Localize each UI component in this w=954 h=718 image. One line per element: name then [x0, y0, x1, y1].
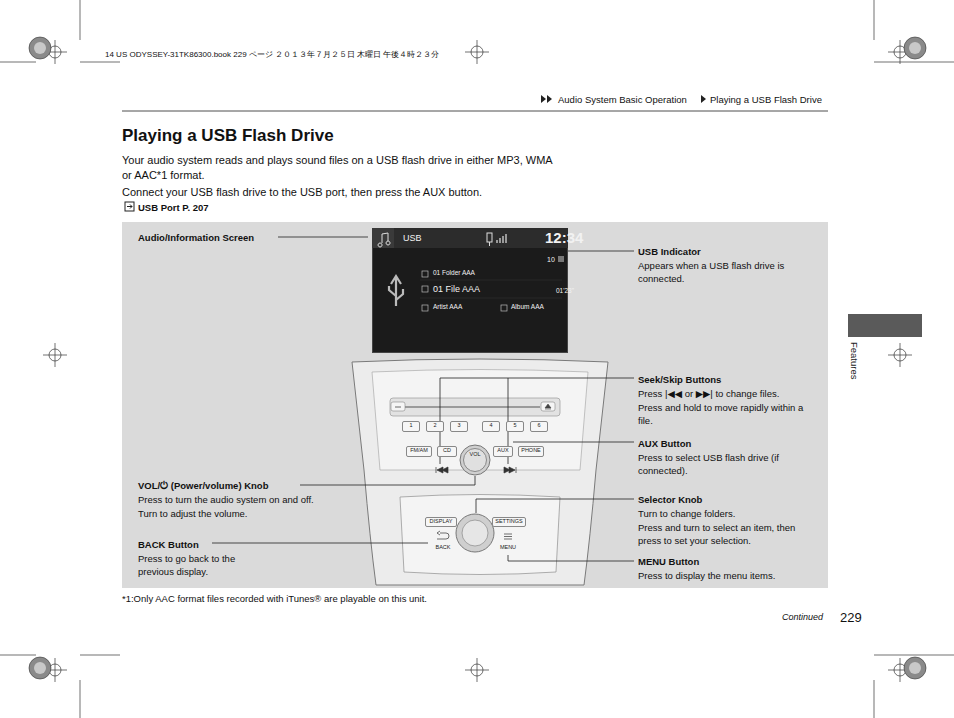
console-button: 5 [506, 421, 524, 432]
page-number: 229 [840, 611, 862, 624]
callout-title: Seek/Skip Buttons [638, 373, 721, 386]
continued-note: Continued [782, 611, 823, 624]
callout-title: USB Indicator [638, 245, 701, 258]
callout-text: Turn to adjust the volume. [138, 507, 358, 520]
callout-title: MENU Button [638, 555, 699, 568]
button-label: SETTINGS [495, 519, 523, 525]
console-button: FM/AM [406, 446, 432, 457]
callout-text: Press and hold to move rapidly within a … [638, 401, 808, 427]
callout-title: AUX Button [638, 437, 691, 450]
callout-text: Press to display the menu items. [638, 569, 818, 582]
button-label: AUX [497, 448, 508, 454]
screen-text: USB [403, 234, 422, 243]
figure-panel [122, 222, 828, 588]
page-title: Playing a USB Flash Drive [122, 126, 334, 146]
screen-text: Artist AAA [433, 304, 462, 311]
console-button: MENU [497, 544, 519, 553]
audio-console [352, 359, 608, 585]
button-label: MENU [500, 545, 516, 551]
button-label: BACK [436, 545, 451, 551]
button-label: DISPLAY [430, 519, 453, 525]
button-label: VOL [469, 452, 480, 458]
screen-text: Album AAA [511, 304, 544, 311]
section-tab [848, 314, 922, 337]
button-label: 3 [457, 423, 460, 429]
callout-title: VOL/⏻ (Power/volume) Knob [138, 479, 268, 492]
screen-text: 12:34 [545, 230, 583, 245]
button-label: CD [443, 448, 451, 454]
button-label: 6 [537, 423, 540, 429]
console-button: DISPLAY [425, 517, 457, 527]
screen-text: 01'23" [556, 288, 574, 295]
callout-text: Appears when a USB flash drive is connec… [638, 259, 818, 285]
console-button: AUX [493, 446, 513, 457]
header-rule [122, 111, 828, 112]
button-label: 5 [513, 423, 516, 429]
callout-title: Audio/Information Screen [138, 231, 254, 244]
callout-text: Turn to change folders. [638, 507, 818, 520]
button-label: FM/AM [410, 448, 428, 454]
screen-text: 10 [547, 256, 555, 263]
console-button: BACK [432, 544, 454, 553]
button-label: 1 [409, 423, 412, 429]
console-button: PHONE [518, 446, 544, 457]
button-label: PHONE [521, 448, 541, 454]
console-button: 2 [426, 421, 444, 432]
screen-text: 01 File AAA [433, 285, 480, 294]
console-button: 3 [450, 421, 468, 432]
console-button: 1 [402, 421, 420, 432]
console-button: SETTINGS [492, 517, 526, 527]
breadcrumb: Audio System Basic Operation [558, 93, 687, 106]
console-button: CD [437, 446, 457, 457]
screen-text: 01 Folder AAA [433, 270, 475, 277]
button-label: 2 [433, 423, 436, 429]
callout-text: Press |◀◀ or ▶▶| to change files. [638, 387, 823, 400]
breadcrumb: Playing a USB Flash Drive [710, 93, 822, 106]
console-button: 6 [530, 421, 548, 432]
file-header: 14 US ODYSSEY-31TK86300.book 229 ページ ２０１… [105, 48, 439, 61]
volume-knob: VOL [463, 448, 487, 472]
callout-title: BACK Button [138, 538, 199, 551]
display-screen: USB12:341001 Folder AAA01 File AAA01'23"… [372, 228, 568, 353]
callout-text: Press to go back to the previous display… [138, 552, 263, 578]
console-button: 4 [482, 421, 500, 432]
reference-icon [125, 202, 134, 211]
callout-text: Press and turn to select an item, then p… [638, 521, 810, 547]
section-tab-label: Features [848, 342, 861, 380]
callout-title: Selector Knob [638, 493, 702, 506]
body-text: Connect your USB flash drive to the USB … [122, 185, 562, 200]
callout-text: Press to turn the audio system on and of… [138, 493, 358, 506]
callout-text: Press to select USB flash drive (if conn… [638, 451, 798, 477]
page-reference: USB Port P. 207 [138, 201, 209, 214]
button-label: 4 [489, 423, 492, 429]
footnote: *1:Only AAC format files recorded with i… [122, 592, 427, 605]
body-text: Your audio system reads and plays sound … [122, 153, 562, 183]
